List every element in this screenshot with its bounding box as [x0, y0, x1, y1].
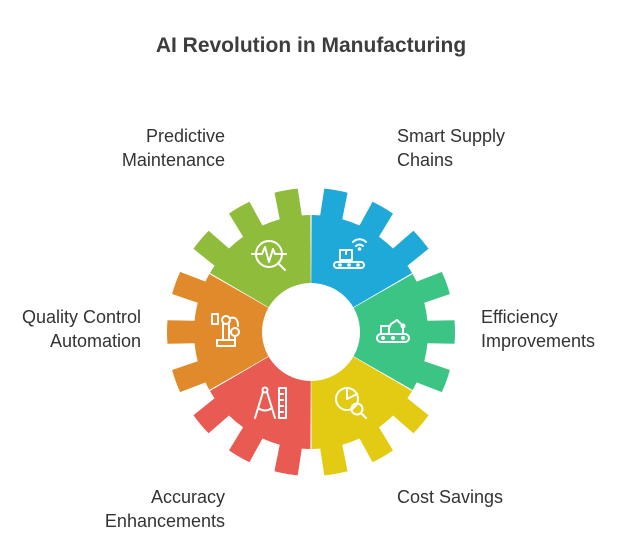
gear-hub — [262, 283, 360, 381]
conveyor-wifi-icon — [333, 238, 367, 269]
label-line: Enhancements — [104, 511, 225, 531]
label-line: Efficiency — [481, 307, 558, 327]
gear-segment-cost-savings — [193, 355, 311, 476]
label-line: Maintenance — [121, 150, 225, 170]
label-line: Cost Savings — [397, 487, 504, 507]
robot-arm-conveyor-icon — [376, 319, 410, 343]
compass-ruler-icon — [254, 386, 287, 419]
label-line: Smart Supply — [397, 126, 506, 146]
label-line: Chains — [397, 150, 454, 170]
gear-segment-predictive-maintenance — [311, 188, 429, 309]
label-quality-control-automation: Quality Control Automation — [22, 305, 141, 353]
gear-segment-efficiency-improvements — [311, 355, 429, 476]
robotic-arm-icon — [211, 313, 240, 347]
label-line: Improvements — [481, 331, 596, 351]
label-line: Quality Control — [21, 307, 141, 327]
label-line: Automation — [49, 331, 141, 351]
label-accuracy-enhancements: Accuracy Enhancements — [105, 485, 225, 533]
page-title: AI Revolution in Manufacturing — [155, 34, 467, 57]
gear-segment-accuracy-enhancements — [166, 271, 272, 393]
label-efficiency-improvements: Efficiency Improvements — [481, 305, 595, 353]
heartbeat-magnifier-icon — [251, 240, 287, 271]
label-line: Predictive — [145, 126, 225, 146]
label-line: Accuracy — [150, 487, 225, 507]
label-smart-supply-chains: Smart Supply Chains — [397, 124, 505, 172]
label-cost-savings: Cost Savings — [397, 485, 503, 509]
pie-chart-magnifier-icon — [335, 387, 367, 419]
label-predictive-maintenance: Predictive Maintenance — [122, 124, 225, 172]
gear-segment-quality-control-automation — [193, 188, 311, 309]
